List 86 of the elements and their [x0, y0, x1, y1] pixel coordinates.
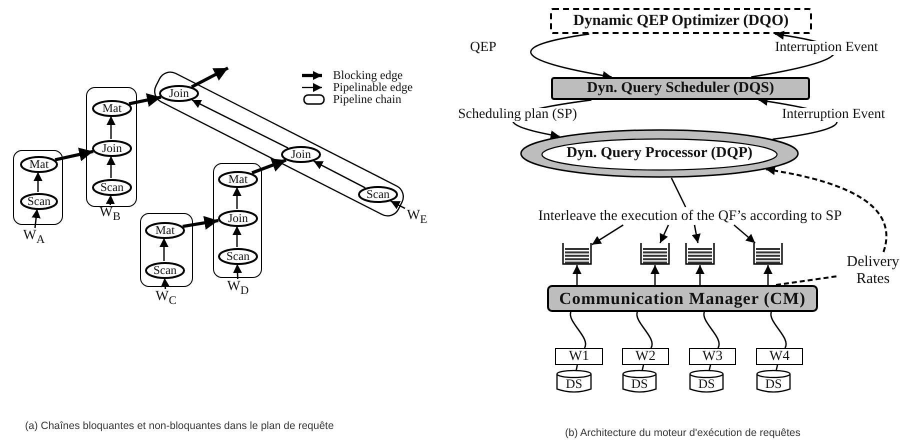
- edge-label: Interruption Event: [782, 108, 886, 122]
- arrow: [233, 264, 242, 280]
- arrow: [106, 116, 116, 139]
- operator-ellipse: Mat: [145, 222, 185, 239]
- queue-icon: [562, 243, 592, 265]
- operator-ellipse: Scan: [358, 186, 398, 203]
- blocking-arrow: [128, 93, 162, 107]
- queue-icon: [753, 243, 783, 265]
- edge-label: QEP: [470, 41, 496, 55]
- data-source-cylinder: DS: [689, 370, 724, 393]
- worker-box: W4: [756, 348, 803, 365]
- arrow: [592, 224, 624, 246]
- worker-box: W2: [622, 348, 669, 365]
- connector-line: [636, 312, 653, 348]
- arrow: [734, 224, 756, 244]
- operator-ellipse: Join: [281, 146, 321, 163]
- operator-ellipse: Mat: [218, 171, 258, 188]
- operator-ellipse: Join: [218, 210, 258, 227]
- figure-caption: (b) Architecture du moteur d'exécution de requêtes: [565, 427, 800, 439]
- arrow: [313, 160, 366, 189]
- data-source-cylinder: DS: [556, 370, 592, 393]
- operator-ellipse: Mat: [92, 100, 132, 117]
- arrow: [160, 278, 170, 290]
- connector-line: [770, 312, 787, 348]
- operator-ellipse: Join: [92, 140, 132, 157]
- arrow: [34, 172, 42, 192]
- legend-text: Pipeline chain: [333, 92, 402, 107]
- source-label: W$_{B}$: [98, 205, 122, 223]
- processor-ellipse: Dyn. Query Processor (DQP): [520, 129, 799, 178]
- operator-ellipse: Mat: [20, 156, 58, 173]
- legend-text: Blocking edge: [333, 68, 403, 82]
- arrow: [692, 224, 701, 244]
- connector-line: [570, 312, 586, 348]
- arrow: [764, 265, 772, 285]
- annotation-text: Interleave the execution of the QF’s according to SP: [505, 207, 875, 225]
- pipeline-chain: [140, 213, 193, 287]
- worker-box: W1: [555, 348, 603, 365]
- manager-box: Communication Manager (CM): [547, 285, 818, 312]
- arrow: [232, 226, 242, 247]
- arrow: [192, 99, 288, 149]
- data-source-cylinder: DS: [756, 370, 791, 393]
- queue-icon: [685, 243, 715, 265]
- operator-ellipse: Scan: [218, 248, 258, 265]
- arrow: [160, 238, 168, 261]
- blocking-arrow: [54, 148, 94, 162]
- edge-label: Scheduling plan (SP): [458, 108, 577, 122]
- connector-line: [708, 364, 712, 370]
- arrow: [530, 33, 612, 80]
- arrow: [696, 265, 704, 285]
- arrow: [106, 194, 115, 206]
- scheduler-box: Dyn. Query Scheduler (DQS): [551, 77, 810, 100]
- arrow: [106, 156, 116, 178]
- annotation-text: Delivery Rates: [838, 252, 908, 290]
- queue-icon: [640, 243, 670, 265]
- blocking-arrow: [182, 216, 219, 230]
- connector-line: [642, 364, 644, 370]
- blocking-arrow: [190, 66, 229, 88]
- connector-line: [776, 364, 778, 370]
- figure-caption: (a) Chaînes bloquantes et non-bloquantes dans le plan de requête: [25, 420, 334, 432]
- arrow: [232, 187, 242, 209]
- edge-label: Interruption Event: [775, 41, 878, 55]
- optimizer-box: Dynamic QEP Optimizer (DQO): [550, 8, 812, 34]
- arrow: [766, 166, 888, 252]
- operator-ellipse: Scan: [92, 179, 132, 196]
- arrow: [32, 208, 41, 228]
- pipeline-chain: [86, 87, 137, 207]
- arrow: [650, 265, 660, 285]
- blocking-arrow: [251, 158, 287, 174]
- arrow: [659, 224, 670, 244]
- arrow: [390, 200, 406, 210]
- pipeline-chain: [213, 163, 262, 278]
- pipeline-chain: [13, 150, 63, 225]
- worker-box: W3: [689, 348, 736, 365]
- data-source-cylinder: DS: [622, 370, 657, 393]
- connector-line: [703, 312, 720, 348]
- source-label: W$_{C}$: [154, 289, 178, 307]
- source-label: W$_{E}$: [405, 208, 429, 226]
- connector-line: [670, 178, 686, 208]
- source-label: W$_{D}$: [226, 279, 250, 297]
- source-label: W$_{A}$: [22, 228, 46, 246]
- operator-ellipse: Scan: [145, 262, 185, 279]
- arrow: [572, 265, 582, 285]
- connector-line: [776, 275, 838, 286]
- operator-ellipse: Join: [159, 85, 199, 102]
- connector-line: [576, 364, 578, 370]
- operator-ellipse: Scan: [20, 193, 58, 210]
